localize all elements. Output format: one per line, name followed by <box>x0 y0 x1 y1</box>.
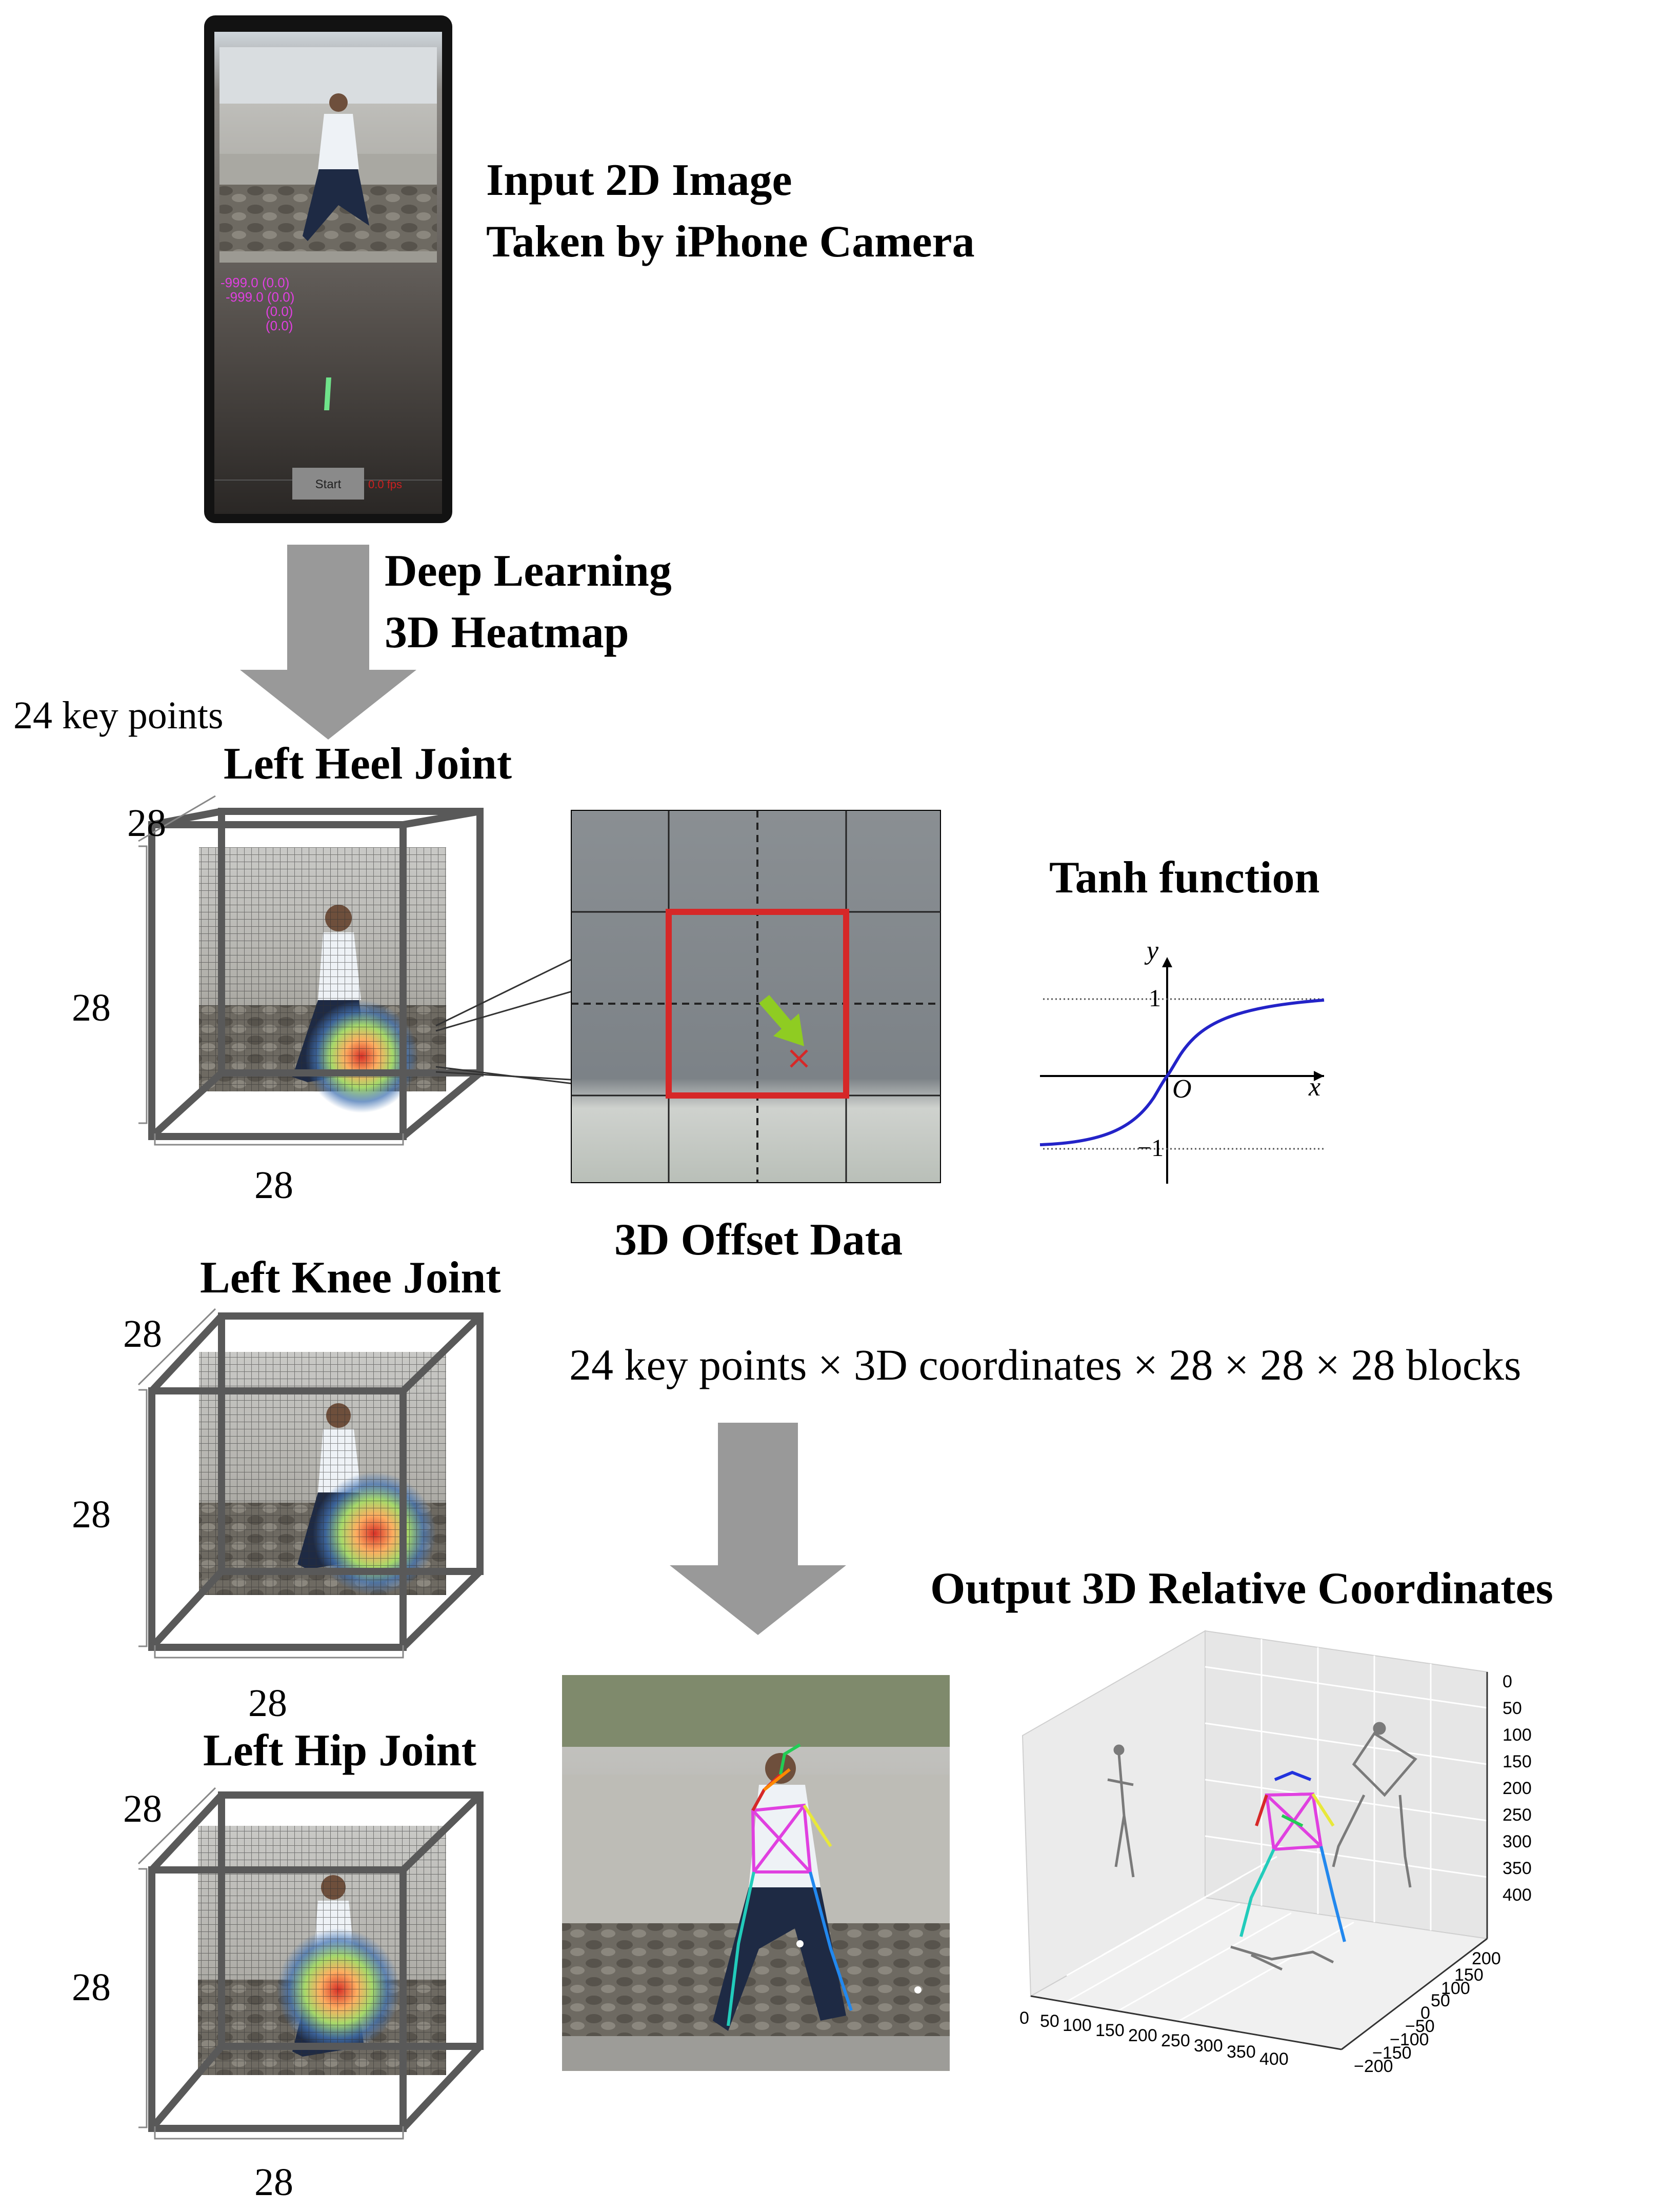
y-tick: −100 <box>1390 2030 1429 2049</box>
y-tick: −150 <box>1372 2043 1412 2063</box>
down-arrow-2 <box>670 1423 846 1635</box>
phone-camera-photo <box>219 47 437 263</box>
knee-width-bracket <box>154 1645 404 1659</box>
knee-depth-label: 28 <box>123 1312 162 1356</box>
knee-heatmap-cube <box>148 1312 484 1651</box>
y-tick: 50 <box>1431 1991 1450 2010</box>
tanh-title: Tanh function <box>1049 853 1319 903</box>
y-tick: 100 <box>1441 1979 1470 1998</box>
plot-projection-floor <box>1230 1945 1334 1971</box>
selected-block-highlight <box>666 909 849 1099</box>
tanh-origin-label: O <box>1172 1074 1192 1104</box>
tanh-y-label: y <box>1144 936 1159 965</box>
heel-heatmap-cube <box>148 808 484 1140</box>
z-tick: 0 <box>1503 1672 1512 1691</box>
x-tick: 250 <box>1161 2031 1190 2050</box>
pose-skeleton-2d <box>727 1743 853 2026</box>
z-tick: 50 <box>1503 1699 1522 1718</box>
start-button[interactable]: Start <box>292 468 364 500</box>
hip-depth-label: 28 <box>123 1787 162 1830</box>
knee-joint-title: Left Knee Joint <box>200 1253 501 1303</box>
tanh-neg-one: −1 <box>1137 1134 1164 1162</box>
hip-width-bracket <box>154 2126 404 2140</box>
x-tick: 300 <box>1194 2036 1223 2056</box>
phone-mockup: -999.0 (0.0) -999.0 (0.0) (0.0) (0.0) St… <box>204 15 452 523</box>
y-tick: 0 <box>1420 2003 1430 2023</box>
z-tick: 200 <box>1503 1779 1532 1798</box>
heel-depth-label: 28 <box>127 802 166 845</box>
x-tick: 200 <box>1128 2026 1157 2045</box>
readout-line-2: -999.0 (0.0) <box>226 289 294 305</box>
hip-heatmap-cube <box>148 1791 484 2132</box>
knee-height-bracket <box>138 1389 148 1647</box>
phone-indicator-icon <box>324 377 331 410</box>
output-title: Output 3D Relative Coordinates <box>930 1564 1553 1613</box>
y-tick: 200 <box>1472 1949 1501 1968</box>
y-tick: −50 <box>1405 2017 1435 2036</box>
tanh-pos-one: 1 <box>1149 985 1161 1012</box>
x-tick: 350 <box>1227 2042 1256 2062</box>
z-tick: 300 <box>1503 1832 1532 1851</box>
z-tick: 350 <box>1503 1859 1532 1878</box>
x-tick: 150 <box>1095 2021 1125 2040</box>
plot-projection-back <box>1332 1722 1417 1888</box>
readout-line-1: -999.0 (0.0) <box>221 275 289 290</box>
tanh-curve <box>1039 999 1325 1146</box>
x-tick: 100 <box>1063 2016 1092 2035</box>
z-tick: 250 <box>1503 1805 1532 1825</box>
heel-height-bracket <box>138 845 148 1124</box>
offset-formula: 24 key points × 3D coordinates × 28 × 28… <box>569 1340 1521 1389</box>
keypoints-label: 24 key points <box>13 694 224 737</box>
x-tick: 50 <box>1040 2011 1059 2031</box>
start-button-label: Start <box>315 477 342 491</box>
y-tick: 150 <box>1454 1965 1484 1985</box>
plot-gridlines <box>1065 1639 1488 2022</box>
hip-width-label: 28 <box>254 2161 293 2204</box>
heel-width-label: 28 <box>254 1164 293 1207</box>
offset-title: 3D Offset Data <box>614 1215 903 1265</box>
knee-height-label: 28 <box>72 1493 111 1536</box>
plot-projection-side <box>1107 1744 1135 1878</box>
down-arrow-1 <box>240 545 416 740</box>
readout-line-3: (0.0) <box>266 304 293 319</box>
z-tick: 400 <box>1503 1885 1532 1905</box>
heel-width-bracket <box>154 1133 404 1146</box>
y-tick: −200 <box>1354 2057 1393 2076</box>
heel-joint-title: Left Heel Joint <box>224 739 512 789</box>
step1-line2: 3D Heatmap <box>385 608 629 657</box>
output-pose-overlay-photo <box>562 1675 950 2071</box>
hip-height-label: 28 <box>72 1966 111 2009</box>
hip-joint-title: Left Hip Joint <box>203 1726 476 1776</box>
heel-height-label: 28 <box>72 986 111 1029</box>
tanh-plot: y x O 1 −1 <box>1039 936 1325 1184</box>
step1-line1: Deep Learning <box>385 546 672 596</box>
z-tick: 100 <box>1503 1725 1532 1745</box>
output-3d-plot: 0 50 100 150 200 250 300 350 400 200 150… <box>1019 1630 1532 2076</box>
knee-width-label: 28 <box>248 1682 287 1725</box>
phone-red-label: 0.0 fps <box>368 478 402 491</box>
offset-arrow-icon <box>759 995 804 1046</box>
phone-readout: -999.0 (0.0) -999.0 (0.0) (0.0) (0.0) <box>221 275 294 333</box>
hip-height-bracket <box>138 1868 148 2128</box>
target-cross-icon <box>790 1049 808 1068</box>
tanh-x-label: x <box>1308 1072 1320 1102</box>
input-title-line1: Input 2D Image <box>486 155 792 205</box>
readout-line-4: (0.0) <box>266 318 293 333</box>
zoomed-heatmap-crop <box>571 810 941 1183</box>
z-tick: 150 <box>1503 1752 1532 1771</box>
input-title-line2: Taken by iPhone Camera <box>486 217 975 267</box>
x-tick: 400 <box>1259 2049 1289 2069</box>
pose-skeleton-3d <box>1239 1770 1346 1942</box>
x-tick: 0 <box>1019 2008 1029 2028</box>
